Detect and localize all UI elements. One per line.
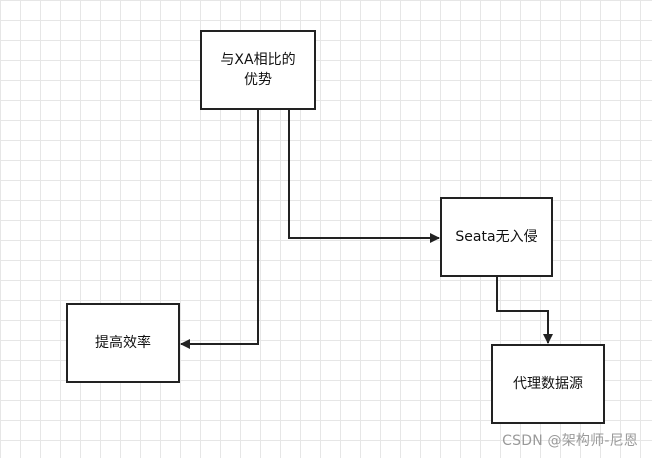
node-seata-label: Seata无入侵 bbox=[455, 229, 538, 245]
edge-xa-to-seata bbox=[288, 110, 440, 243]
node-proxy-datasource[interactable]: 代理数据源 bbox=[491, 344, 605, 424]
node-xa-line1: 与XA相比的 bbox=[220, 52, 296, 68]
node-efficiency-label: 提高效率 bbox=[95, 335, 151, 351]
edge-seata-to-proxy bbox=[496, 277, 553, 344]
node-seata-non-intrusive[interactable]: Seata无入侵 bbox=[440, 197, 553, 277]
node-xa-line2: 优势 bbox=[243, 72, 272, 88]
node-proxy-label: 代理数据源 bbox=[513, 376, 583, 392]
node-improve-efficiency[interactable]: 提高效率 bbox=[66, 303, 180, 383]
watermark: CSDN @架构师-尼恩 bbox=[502, 433, 638, 449]
node-xa-label: 与XA相比的 优势 bbox=[220, 50, 295, 90]
node-xa-advantages[interactable]: 与XA相比的 优势 bbox=[200, 30, 316, 110]
edge-xa-to-efficiency bbox=[180, 110, 259, 349]
